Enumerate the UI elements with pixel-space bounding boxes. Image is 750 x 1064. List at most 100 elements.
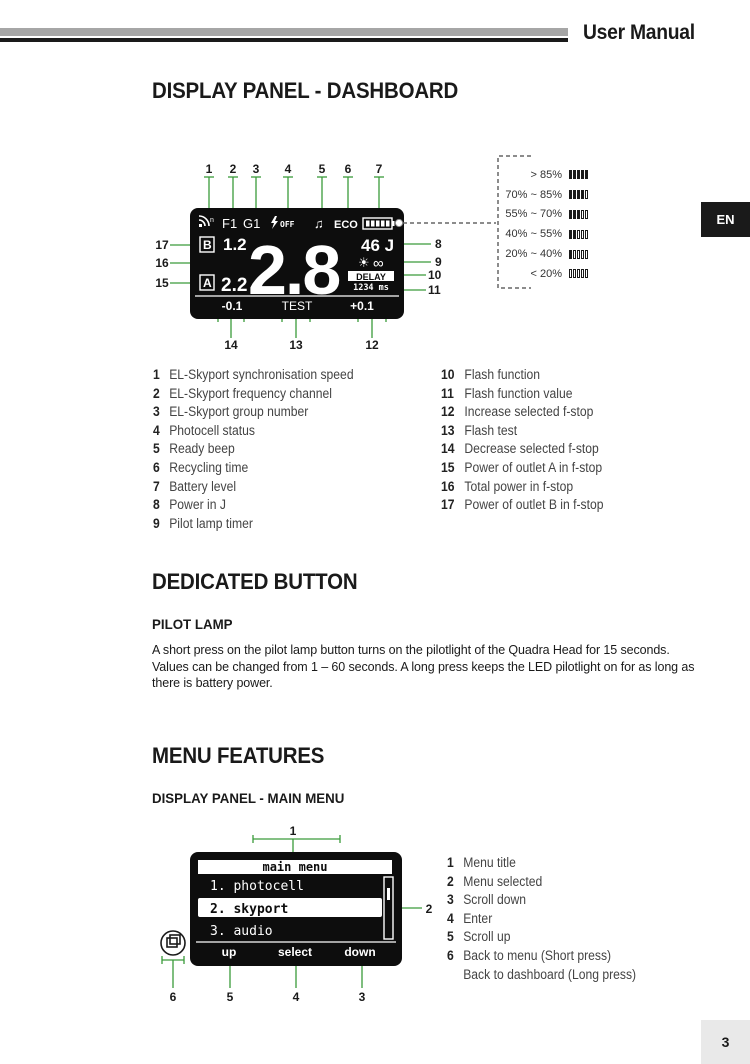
callout-1: 1 — [206, 162, 213, 176]
battery-legend-label: < 20% — [530, 267, 563, 280]
callout-5: 5 — [319, 162, 326, 176]
menu-callout-3: 3 — [359, 990, 366, 1004]
header-title: User Manual — [583, 21, 695, 44]
section-title-dashboard: DISPLAY PANEL - DASHBOARD — [152, 78, 459, 103]
menu-callout-1: 1 — [290, 824, 297, 838]
callout-10: 10 — [428, 268, 442, 282]
battery-level-icon — [569, 269, 588, 279]
menu-select-button[interactable]: select — [278, 945, 312, 959]
callout-14: 14 — [224, 338, 238, 352]
battery-level-icon — [569, 229, 588, 239]
callout-13: 13 — [289, 338, 303, 352]
menu-item-photocell[interactable]: 1. photocell — [210, 879, 304, 894]
menu-down-button[interactable]: down — [344, 945, 375, 959]
main-menu-diagram: 1 2 3 4 5 6 main menu 1. photocell 2. sk… — [160, 824, 433, 1004]
callout-15: 15 — [155, 276, 169, 290]
callout-9: 9 — [435, 255, 442, 269]
outlet-b-label: B — [203, 238, 212, 252]
outlet-a-label: A — [203, 276, 212, 290]
battery-legend-row: 55% ~ 70% — [500, 205, 588, 225]
language-tab-en[interactable]: EN — [701, 202, 750, 237]
back-icon — [166, 937, 178, 948]
battery-level-icon — [569, 209, 588, 219]
pilot-timer-value: ∞ — [373, 255, 384, 272]
callout-11: 11 — [428, 283, 441, 297]
battery-legend-row: 70% ~ 85% — [500, 185, 588, 205]
callout-2: 2 — [230, 162, 237, 176]
signal-icon — [199, 224, 202, 227]
battery-legend-row: 20% ~ 40% — [500, 244, 588, 264]
pilot-sun-icon: ☀ — [358, 255, 370, 270]
dashboard-diagram: 1 2 3 4 5 6 7 8 9 10 11 17 16 15 14 13 1… — [155, 155, 531, 352]
legend-item: Back to dashboard (Long press) — [463, 966, 637, 982]
flash-test-button[interactable]: TEST — [282, 299, 313, 313]
flash-function-label: DELAY — [356, 272, 386, 282]
sync-speed: n — [210, 217, 214, 224]
total-power-value: 2.8 — [248, 231, 339, 309]
pilot-lamp-paragraph: A short press on the pilot lamp button t… — [152, 643, 695, 690]
power-joules: 46 J — [361, 236, 394, 255]
menu-item-skyport-selected[interactable]: 2. skyport — [210, 902, 288, 917]
ready-beep-icon: ♫ — [314, 216, 324, 231]
battery-legend-label: > 85% — [530, 168, 563, 181]
callout-4: 4 — [285, 162, 292, 176]
section-title-menu-features: MENU FEATURES — [152, 743, 325, 768]
callout-6: 6 — [345, 162, 352, 176]
increase-fstop-button[interactable]: +0.1 — [350, 299, 374, 313]
battery-level-icon — [569, 190, 588, 200]
group-number: G1 — [243, 216, 260, 231]
battery-legend: > 85% 70% ~ 85% 55% ~ 70% 40% ~ 55% 20% ~ 40… — [500, 165, 588, 284]
page-number: 3 — [701, 1020, 750, 1064]
battery-legend-label: 70% ~ 85% — [505, 188, 562, 201]
battery-level-icon — [569, 249, 588, 259]
photocell-icon — [271, 216, 278, 229]
menu-callout-2: 2 — [426, 902, 433, 916]
callout-7: 7 — [376, 162, 383, 176]
menu-up-button[interactable]: up — [222, 945, 237, 959]
menu-scrollbar[interactable] — [383, 876, 394, 940]
menu-item-audio[interactable]: 3. audio — [210, 924, 273, 939]
battery-legend-label: 20% ~ 40% — [505, 248, 562, 261]
battery-legend-label: 40% ~ 55% — [505, 228, 562, 241]
callout-17: 17 — [155, 238, 169, 252]
menu-callout-5: 5 — [227, 990, 234, 1004]
subsection-title-pilot-lamp: PILOT LAMP — [152, 616, 233, 632]
battery-legend-row: 40% ~ 55% — [500, 224, 588, 244]
menu-callout-4: 4 — [293, 990, 300, 1004]
battery-legend-label: 55% ~ 70% — [505, 208, 562, 221]
callout-12: 12 — [365, 338, 379, 352]
menu-callout-6: 6 — [170, 990, 177, 1004]
flash-function-value: 1234 ms — [353, 283, 389, 293]
back-menu-button[interactable] — [160, 930, 186, 956]
frequency-channel: F1 — [222, 216, 237, 231]
subsection-title-main-menu: DISPLAY PANEL - MAIN MENU — [152, 790, 345, 806]
outlet-b-value: 1.2 — [223, 235, 247, 254]
decrease-fstop-button[interactable]: -0.1 — [222, 299, 243, 313]
battery-legend-row: < 20% — [500, 264, 588, 284]
lcd-screen — [190, 208, 404, 319]
battery-legend-row: > 85% — [500, 165, 588, 185]
photocell-status: OFF — [280, 220, 295, 229]
